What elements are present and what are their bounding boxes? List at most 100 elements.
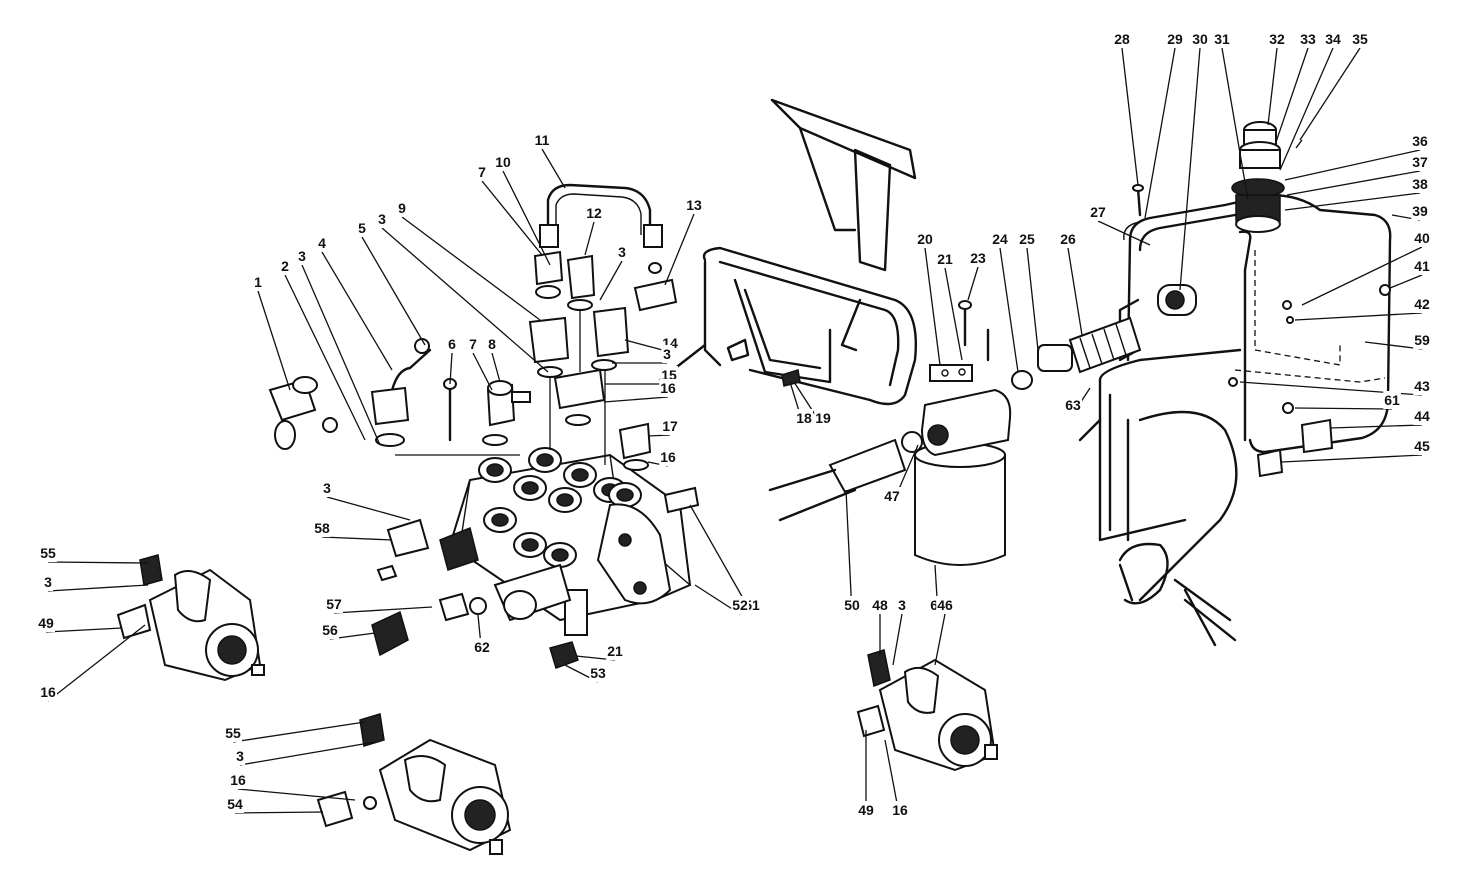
callout-c50: 50 xyxy=(844,597,860,613)
callout-c36: 36 xyxy=(1412,133,1428,149)
tractor-frame xyxy=(658,98,917,406)
callout-c29: 29 xyxy=(1167,31,1183,47)
callout-backing-c29 xyxy=(1166,30,1184,48)
callout-backing-c53 xyxy=(589,664,607,682)
callout-backing-c16b xyxy=(659,448,677,466)
callout-c44: 44 xyxy=(1414,408,1430,424)
callout-backing-c3b xyxy=(377,210,388,228)
callout-c23: 23 xyxy=(970,250,986,266)
callout-c39: 39 xyxy=(1412,203,1428,219)
leader-line-c11 xyxy=(541,148,566,189)
callout-c16a: 16 xyxy=(660,380,676,396)
leader-line-c5 xyxy=(361,236,426,346)
callout-c17: 17 xyxy=(662,418,678,434)
leader-line-c35 xyxy=(1299,47,1361,141)
callout-backing-c21a xyxy=(606,642,624,660)
leader-line-c30 xyxy=(1179,47,1201,291)
callout-backing-c16d xyxy=(229,771,247,789)
valve-port-bore xyxy=(521,481,539,495)
leader-line-c3e xyxy=(326,496,411,521)
leader-line-c55b xyxy=(232,721,366,743)
callout-backing-c3g xyxy=(235,747,246,765)
leader-line-c36 xyxy=(1284,149,1421,181)
callout-backing-c16c xyxy=(39,683,57,701)
callout-c33: 33 xyxy=(1300,31,1316,47)
callout-c46: 46 xyxy=(937,597,953,613)
pump-lower xyxy=(316,713,512,855)
callout-c43: 43 xyxy=(1414,378,1430,394)
callout-c30: 30 xyxy=(1192,31,1208,47)
callout-backing-c7a xyxy=(477,163,488,181)
callout-backing-c35 xyxy=(1351,30,1369,48)
leader-line-c3a xyxy=(301,264,381,446)
callout-c7b: 7 xyxy=(469,336,477,352)
callout-backing-c9 xyxy=(397,199,408,217)
callout-c48: 48 xyxy=(872,597,888,613)
callout-backing-c31 xyxy=(1213,30,1231,48)
valve-port-bore xyxy=(556,493,574,507)
callout-backing-c19 xyxy=(814,409,832,427)
callout-c1: 1 xyxy=(254,274,262,290)
callout-c3f: 3 xyxy=(44,574,52,590)
leader-line-c16a xyxy=(603,396,669,403)
leader-lines xyxy=(45,47,1423,820)
callout-c3b: 3 xyxy=(378,211,386,227)
callout-backing-c21b xyxy=(936,250,954,268)
valve-port-bore xyxy=(571,468,589,482)
callout-backing-c1 xyxy=(253,273,264,291)
callout-backing-c57 xyxy=(325,595,343,613)
callout-c59: 59 xyxy=(1414,332,1430,348)
callout-c61: 61 xyxy=(1384,392,1400,408)
callout-backing-c2 xyxy=(280,257,291,275)
callout-c7a: 7 xyxy=(478,164,486,180)
valve-port-bore xyxy=(551,548,569,562)
callout-c16b: 16 xyxy=(660,449,676,465)
callout-backing-c17 xyxy=(661,417,679,435)
callout-backing-c3e xyxy=(322,479,333,497)
clip-18-19 xyxy=(781,369,801,387)
leader-line-c6 xyxy=(449,352,453,385)
valve-fittings xyxy=(268,183,700,514)
callout-backing-c7b xyxy=(468,335,479,353)
callout-c3a: 3 xyxy=(298,248,306,264)
callout-c20: 20 xyxy=(917,231,933,247)
callout-c6: 6 xyxy=(448,336,456,352)
callout-backing-c8 xyxy=(487,335,498,353)
leader-line-c16c xyxy=(47,624,146,702)
callout-c62: 62 xyxy=(474,639,490,655)
callout-backing-c42 xyxy=(1413,295,1431,313)
leader-line-c9 xyxy=(401,216,541,321)
callout-backing-c20 xyxy=(916,230,934,248)
callout-c34: 34 xyxy=(1325,31,1341,47)
callout-backing-c39 xyxy=(1411,202,1429,220)
callout-c47: 47 xyxy=(884,488,900,504)
callout-c8: 8 xyxy=(488,336,496,352)
leader-line-c1 xyxy=(257,290,291,391)
callout-backing-c49a xyxy=(37,614,55,632)
callout-c38: 38 xyxy=(1412,176,1428,192)
leader-line-c42 xyxy=(1294,312,1423,321)
callout-c3c: 3 xyxy=(618,244,626,260)
leader-line-c31 xyxy=(1221,47,1249,201)
callout-c41: 41 xyxy=(1414,258,1430,274)
pump-right xyxy=(856,649,998,772)
callout-backing-c28 xyxy=(1113,30,1131,48)
valve-port-bore xyxy=(491,513,509,527)
leader-line-c24 xyxy=(999,247,1019,373)
callout-c25: 25 xyxy=(1019,231,1035,247)
callout-c45: 45 xyxy=(1414,438,1430,454)
callout-backing-c40 xyxy=(1413,229,1431,247)
leader-line-c4 xyxy=(321,251,393,371)
callout-c35: 35 xyxy=(1352,31,1368,47)
callout-c58: 58 xyxy=(314,520,330,536)
callout-backing-c3d xyxy=(662,345,673,363)
leader-line-c44 xyxy=(1329,424,1423,429)
callout-backing-c24 xyxy=(991,230,1009,248)
callout-c13: 13 xyxy=(686,197,702,213)
leader-line-c3c xyxy=(599,260,623,301)
callout-c18: 18 xyxy=(796,410,812,426)
leader-line-c59 xyxy=(1364,341,1423,350)
callout-c31: 31 xyxy=(1214,31,1230,47)
leader-line-c13 xyxy=(664,213,695,286)
leader-line-c61 xyxy=(1294,407,1393,410)
